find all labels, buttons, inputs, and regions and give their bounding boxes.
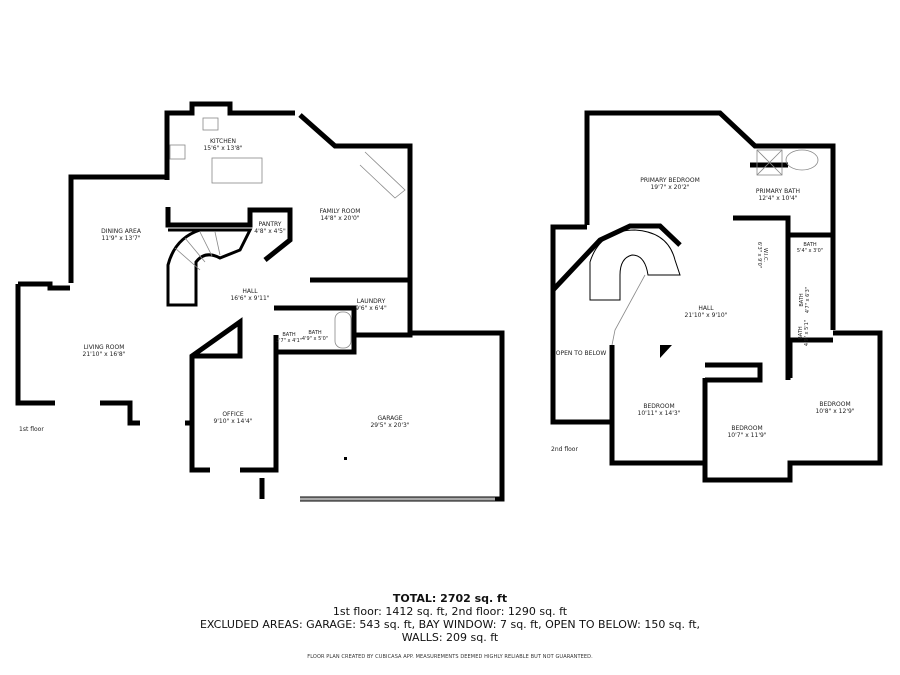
room-dims: 29'5" x 20'3" xyxy=(370,422,409,429)
room-dims: 19'7" x 20'2" xyxy=(650,184,689,191)
total-area: TOTAL: 2702 sq. ft xyxy=(392,592,508,605)
sink-icon xyxy=(202,117,219,131)
room-name: W.I.C. xyxy=(762,248,768,263)
room-dims: 21'10" x 16'8" xyxy=(83,351,126,358)
room-name: PRIMARY BATH xyxy=(756,188,800,195)
room-name: BATH xyxy=(798,326,804,340)
room-name: KITCHEN xyxy=(210,138,236,145)
room-name: PANTRY xyxy=(259,221,282,228)
room-name: BATH xyxy=(799,293,805,307)
room-name: BEDROOM xyxy=(643,403,674,410)
room-dims: 15'6" x 13'8" xyxy=(203,145,242,152)
room-dims: 10'7" x 11'9" xyxy=(727,432,766,439)
room-dims: 4'7" x 6'3" xyxy=(805,287,811,313)
svg-text:BATH4'7" x 6'3": BATH4'7" x 6'3" xyxy=(799,287,811,313)
room-dims: 4'8" x 4'5" xyxy=(254,228,286,235)
first-floor-walls xyxy=(15,101,505,502)
svg-text:W.I.C.6'3" x 9'0": W.I.C.6'3" x 9'0" xyxy=(756,242,768,268)
stove-icon xyxy=(169,144,186,160)
room-name: HALL xyxy=(242,288,258,295)
room-name: DINING AREA xyxy=(101,228,142,235)
walls-area: WALLS: 209 sq. ft xyxy=(401,631,499,644)
room-dims: 11'9" x 13'7" xyxy=(101,235,140,242)
room-name: BATH xyxy=(308,330,322,336)
room-name: BATH xyxy=(282,332,296,338)
shower-icon xyxy=(756,149,783,176)
room-name: BATH xyxy=(803,242,817,248)
room-name: BEDROOM xyxy=(731,425,762,432)
svg-text:BATH4'9" x 5'0": BATH4'9" x 5'0" xyxy=(302,330,328,342)
staircase-icon xyxy=(166,151,406,307)
room-name: BEDROOM xyxy=(819,401,850,408)
room-dims: 4'9" x 5'0" xyxy=(302,336,328,342)
room-name: GARAGE xyxy=(377,415,402,422)
room-name: LAUNDRY xyxy=(357,298,386,305)
floor-label: 1st floor xyxy=(19,426,44,433)
room-name: FAMILY ROOM xyxy=(320,208,361,215)
room-dims: 9'10" x 14'4" xyxy=(213,418,252,425)
room-dims: 14'8" x 20'0" xyxy=(320,215,359,222)
excluded-areas: EXCLUDED AREAS: GARAGE: 543 sq. ft, BAY … xyxy=(199,618,701,631)
room-dims: 5'4" x 3'0" xyxy=(797,248,823,254)
room-dims: 21'10" x 9'10" xyxy=(685,312,728,319)
room-dims: 12'4" x 10'4" xyxy=(758,195,797,202)
room-name: PRIMARY BEDROOM xyxy=(640,177,700,184)
wall-block xyxy=(660,345,672,358)
bathtub-icon xyxy=(334,311,352,349)
room-name: LIVING ROOM xyxy=(84,344,125,351)
disclaimer: FLOOR PLAN CREATED BY CUBICASA APP. MEAS… xyxy=(307,654,593,660)
room-dims: 3'7" x 4'1" xyxy=(276,338,302,344)
kitchen-island xyxy=(211,157,263,184)
staircase-icon xyxy=(589,229,681,346)
second-floor-walls xyxy=(550,110,883,483)
room-dims: 6'3" x 9'0" xyxy=(756,242,762,268)
room-dims: 4'9" x 5'1" xyxy=(804,320,810,346)
room-dims: 10'11" x 14'3" xyxy=(638,410,681,417)
room-name: OPEN TO BELOW xyxy=(556,350,607,357)
room-name: HALL xyxy=(698,305,714,312)
floor-areas: 1st floor: 1412 sq. ft, 2nd floor: 1290 … xyxy=(332,605,568,618)
room-dims: 10'8" x 12'9" xyxy=(815,408,854,415)
garage-post xyxy=(344,457,347,460)
room-dims: 16'6" x 9'11" xyxy=(230,295,269,302)
room-dims: 9'6" x 6'4" xyxy=(355,305,387,312)
room-name: OFFICE xyxy=(222,411,244,418)
svg-text:BATH4'9" x 5'1": BATH4'9" x 5'1" xyxy=(798,320,810,346)
bathtub-icon xyxy=(785,149,819,171)
floor-label: 2nd floor xyxy=(551,446,578,453)
